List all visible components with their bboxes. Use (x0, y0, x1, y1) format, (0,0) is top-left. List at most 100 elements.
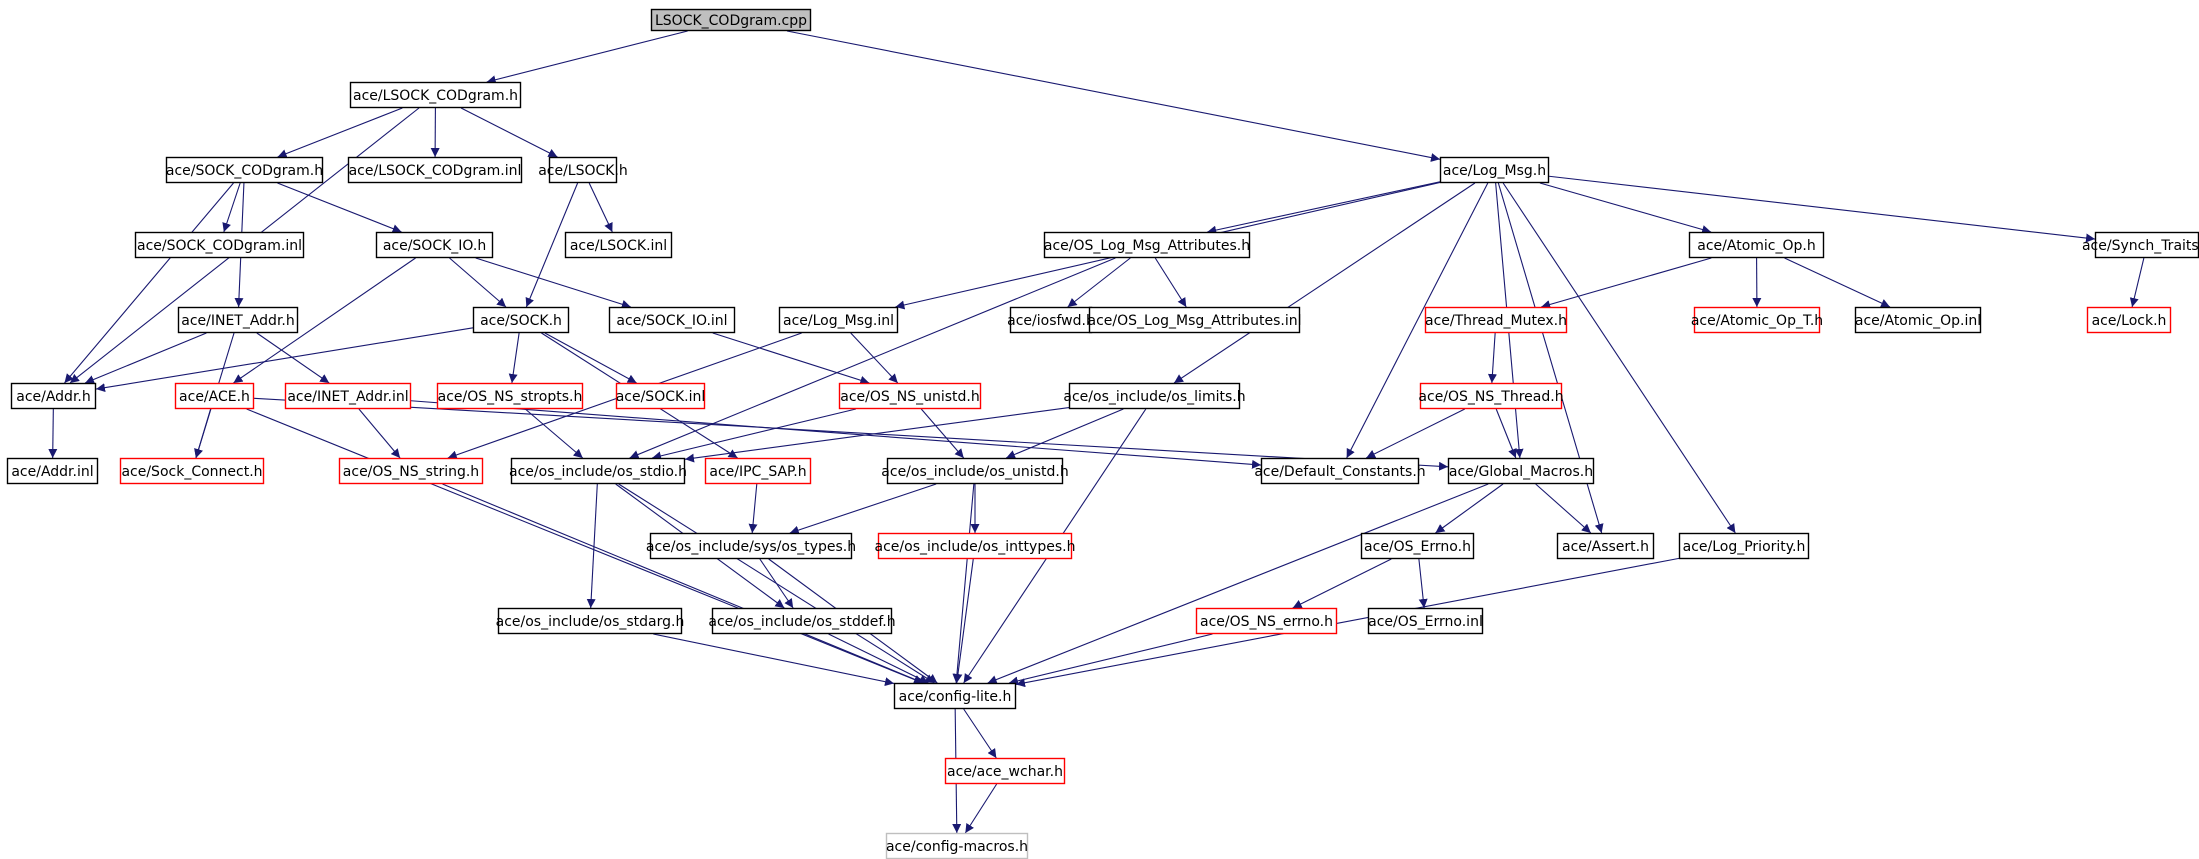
edge-config_lite_h-to-ace_wchar_h (963, 708, 997, 759)
node-thread-mutex-h[interactable]: ace/Thread_Mutex.h (1424, 306, 1568, 334)
node-box (650, 8, 812, 32)
edge-sock_h-to-os_ns_stropts_h (508, 332, 520, 384)
node-os-log-msg-attr-h[interactable]: ace/OS_Log_Msg_Attributes.h (1043, 231, 1251, 259)
edge-os_log_msg_attr_h-to-os_stdio_h (629, 257, 1116, 459)
node-label: ace/Sock_Connect.h (121, 464, 262, 480)
node-lsock-h[interactable]: ace/LSOCK.h (538, 156, 628, 184)
node-os-stdarg-h[interactable]: ace/os_include/os_stdarg.h (496, 607, 685, 635)
node-os-ns-errno-h[interactable]: ace/OS_NS_errno.h (1195, 607, 1338, 635)
node-log-msg-inl[interactable]: ace/Log_Msg.inl (778, 306, 899, 334)
node-lock-h[interactable]: ace/Lock.h (2086, 306, 2172, 334)
node-os-inttypes-h[interactable]: ace/os_include/os_inttypes.h (875, 532, 1076, 560)
node-atomic-op-inl[interactable]: ace/Atomic_Op.inl (1854, 306, 1982, 334)
node-box (711, 607, 893, 635)
node-config-macros-h[interactable]: ace/config-macros.h (885, 832, 1029, 859)
node-box (548, 156, 618, 184)
node-os-limits-h[interactable]: ace/os_include/os_limits.h (1063, 382, 1246, 410)
node-label: ace/OS_Errno.inl (1368, 614, 1483, 630)
node-sock-io-h[interactable]: ace/SOCK_IO.h (375, 231, 494, 259)
node-ace-h[interactable]: ace/ACE.h (174, 382, 255, 410)
node-label: ace/os_include/os_stddef.h (708, 614, 895, 630)
node-os-errno-h[interactable]: ace/OS_Errno.h (1360, 532, 1475, 560)
node-box (349, 81, 522, 109)
node-label: ace/LSOCK_CODgram.h (353, 88, 518, 104)
node-os-stddef-h[interactable]: ace/os_include/os_stddef.h (708, 607, 896, 635)
node-assert-h[interactable]: ace/Assert.h (1556, 532, 1655, 560)
node-sock-h[interactable]: ace/SOCK.h (472, 306, 570, 334)
node-lsock-inl[interactable]: ace/LSOCK.inl (564, 231, 673, 259)
edge-sock_io_h-to-sock_io_inl (475, 257, 631, 309)
node-box (893, 682, 1017, 710)
node-label: ace/SOCK_IO.inl (616, 313, 727, 329)
node-label: ace/SOCK_CODgram.inl (137, 238, 302, 254)
node-default-constants-h[interactable]: ace/Default_Constants.h (1254, 457, 1426, 485)
node-os-ns-string-h[interactable]: ace/OS_NS_string.h (338, 457, 484, 485)
edge-os_ns_errno_h-to-config_lite_h (1008, 633, 1213, 686)
edge-os_errno_h-to-os_ns_errno_h (1292, 558, 1392, 609)
node-box (472, 306, 570, 334)
node-os-types-h[interactable]: ace/os_include/sys/os_types.h (646, 532, 856, 560)
node-label: ace/INET_Addr.inl (287, 389, 408, 405)
node-box (838, 382, 982, 410)
node-lsockcodgram-inl[interactable]: ace/LSOCK_CODgram.inl (347, 156, 523, 184)
node-addr-h[interactable]: ace/Addr.h (10, 382, 97, 410)
node-label: ace/LSOCK_CODgram.inl (349, 163, 522, 179)
node-box (177, 306, 299, 334)
node-sock-inl[interactable]: ace/SOCK.inl (616, 382, 706, 410)
node-os-stdio-h[interactable]: ace/os_include/os_stdio.h (509, 457, 687, 485)
node-label: ace/OS_Errno.h (1364, 539, 1471, 555)
node-global-macros-h[interactable]: ace/Global_Macros.h (1447, 457, 1595, 485)
edge-atomic_op_h-to-atomic_op_inl (1784, 257, 1891, 308)
edge-sock_codgram_h-to-sock_io_h (277, 182, 402, 233)
node-box (1195, 607, 1338, 635)
node-ipc-sap-h[interactable]: ace/IPC_SAP.h (704, 457, 812, 485)
node-inet-addr-h[interactable]: ace/INET_Addr.h (177, 306, 299, 334)
node-box (944, 757, 1066, 785)
node-box (347, 156, 523, 184)
node-os-log-msg-attr-inl[interactable]: ace/OS_Log_Msg_Attributes.inl (1088, 306, 1302, 334)
edge-os_stdarg_h-to-config_lite_h (653, 633, 895, 687)
node-iosfwd-h[interactable]: ace/iosfwd.h (1007, 306, 1095, 334)
edge-sock_h-to-sock_inl (544, 332, 637, 384)
node-sock-connect-h[interactable]: ace/Sock_Connect.h (119, 457, 265, 485)
node-atomic-op-h[interactable]: ace/Atomic_Op.h (1688, 231, 1825, 259)
node-box (778, 306, 899, 334)
node-sock-codgram-h[interactable]: ace/SOCK_CODgram.h (165, 156, 324, 184)
node-inet-addr-inl[interactable]: ace/INET_Addr.inl (284, 382, 412, 410)
node-label: ace/OS_NS_stropts.h (438, 389, 583, 405)
node-root[interactable]: LSOCK_CODgram.cpp (650, 8, 812, 32)
edge-log_msg_h-to-log_priority_h (1502, 182, 1736, 534)
edge-log_msg_h-to-synch_traits_h (1548, 175, 2096, 243)
node-sock-codgram-inl[interactable]: ace/SOCK_CODgram.inl (134, 231, 305, 259)
node-box (1068, 382, 1241, 410)
node-synch-traits-h[interactable]: ace/Synch_Traits.h (2082, 231, 2199, 259)
node-config-lite-h[interactable]: ace/config-lite.h (893, 682, 1017, 710)
edge-log_msg_inl-to-os_ns_unistd_h (850, 332, 899, 384)
node-label: ace/iosfwd.h (1007, 313, 1095, 329)
node-label: ace/LSOCK.h (538, 163, 628, 179)
edge-sock_codgram_h-to-addr_h (64, 182, 234, 384)
node-os-ns-thread-h[interactable]: ace/OS_NS_Thread.h (1418, 382, 1564, 410)
node-ace-wchar-h[interactable]: ace/ace_wchar.h (944, 757, 1066, 785)
node-addr-inl[interactable]: ace/Addr.inl (6, 457, 99, 485)
node-sock-io-inl[interactable]: ace/SOCK_IO.inl (608, 306, 736, 334)
node-os-ns-unistd-h[interactable]: ace/OS_NS_unistd.h (838, 382, 982, 410)
node-lsockcodgram-h[interactable]: ace/LSOCK_CODgram.h (349, 81, 522, 109)
edge-os_ns_unistd_h-to-os_stdio_h (651, 408, 857, 461)
node-box (1043, 231, 1251, 259)
edge-inet_addr_h-to-inet_addr_inl (256, 332, 330, 384)
edge-os_ns_unistd_h-to-os_unistd_h (920, 408, 965, 459)
node-os-ns-stropts-h[interactable]: ace/OS_NS_stropts.h (436, 382, 584, 410)
edge-os_ns_stropts_h-to-os_stdio_h (524, 408, 584, 459)
node-os-unistd-h[interactable]: ace/os_include/os_unistd.h (881, 457, 1069, 485)
node-atomic-op-t-h[interactable]: ace/Atomic_Op_T.h (1691, 306, 1823, 334)
edge-log_msg_h-to-default_constants_h (1346, 182, 1489, 459)
node-box (1367, 607, 1484, 635)
node-log-priority-h[interactable]: ace/Log_Priority.h (1678, 532, 1810, 560)
node-log-msg-h[interactable]: ace/Log_Msg.h (1439, 156, 1550, 184)
node-label: LSOCK_CODgram.cpp (655, 13, 807, 29)
node-os-errno-inl[interactable]: ace/OS_Errno.inl (1367, 607, 1484, 635)
node-label: ace/Assert.h (1562, 539, 1649, 555)
node-label: ace/OS_NS_Thread.h (1418, 389, 1563, 405)
node-label: ace/os_include/sys/os_types.h (646, 539, 856, 555)
